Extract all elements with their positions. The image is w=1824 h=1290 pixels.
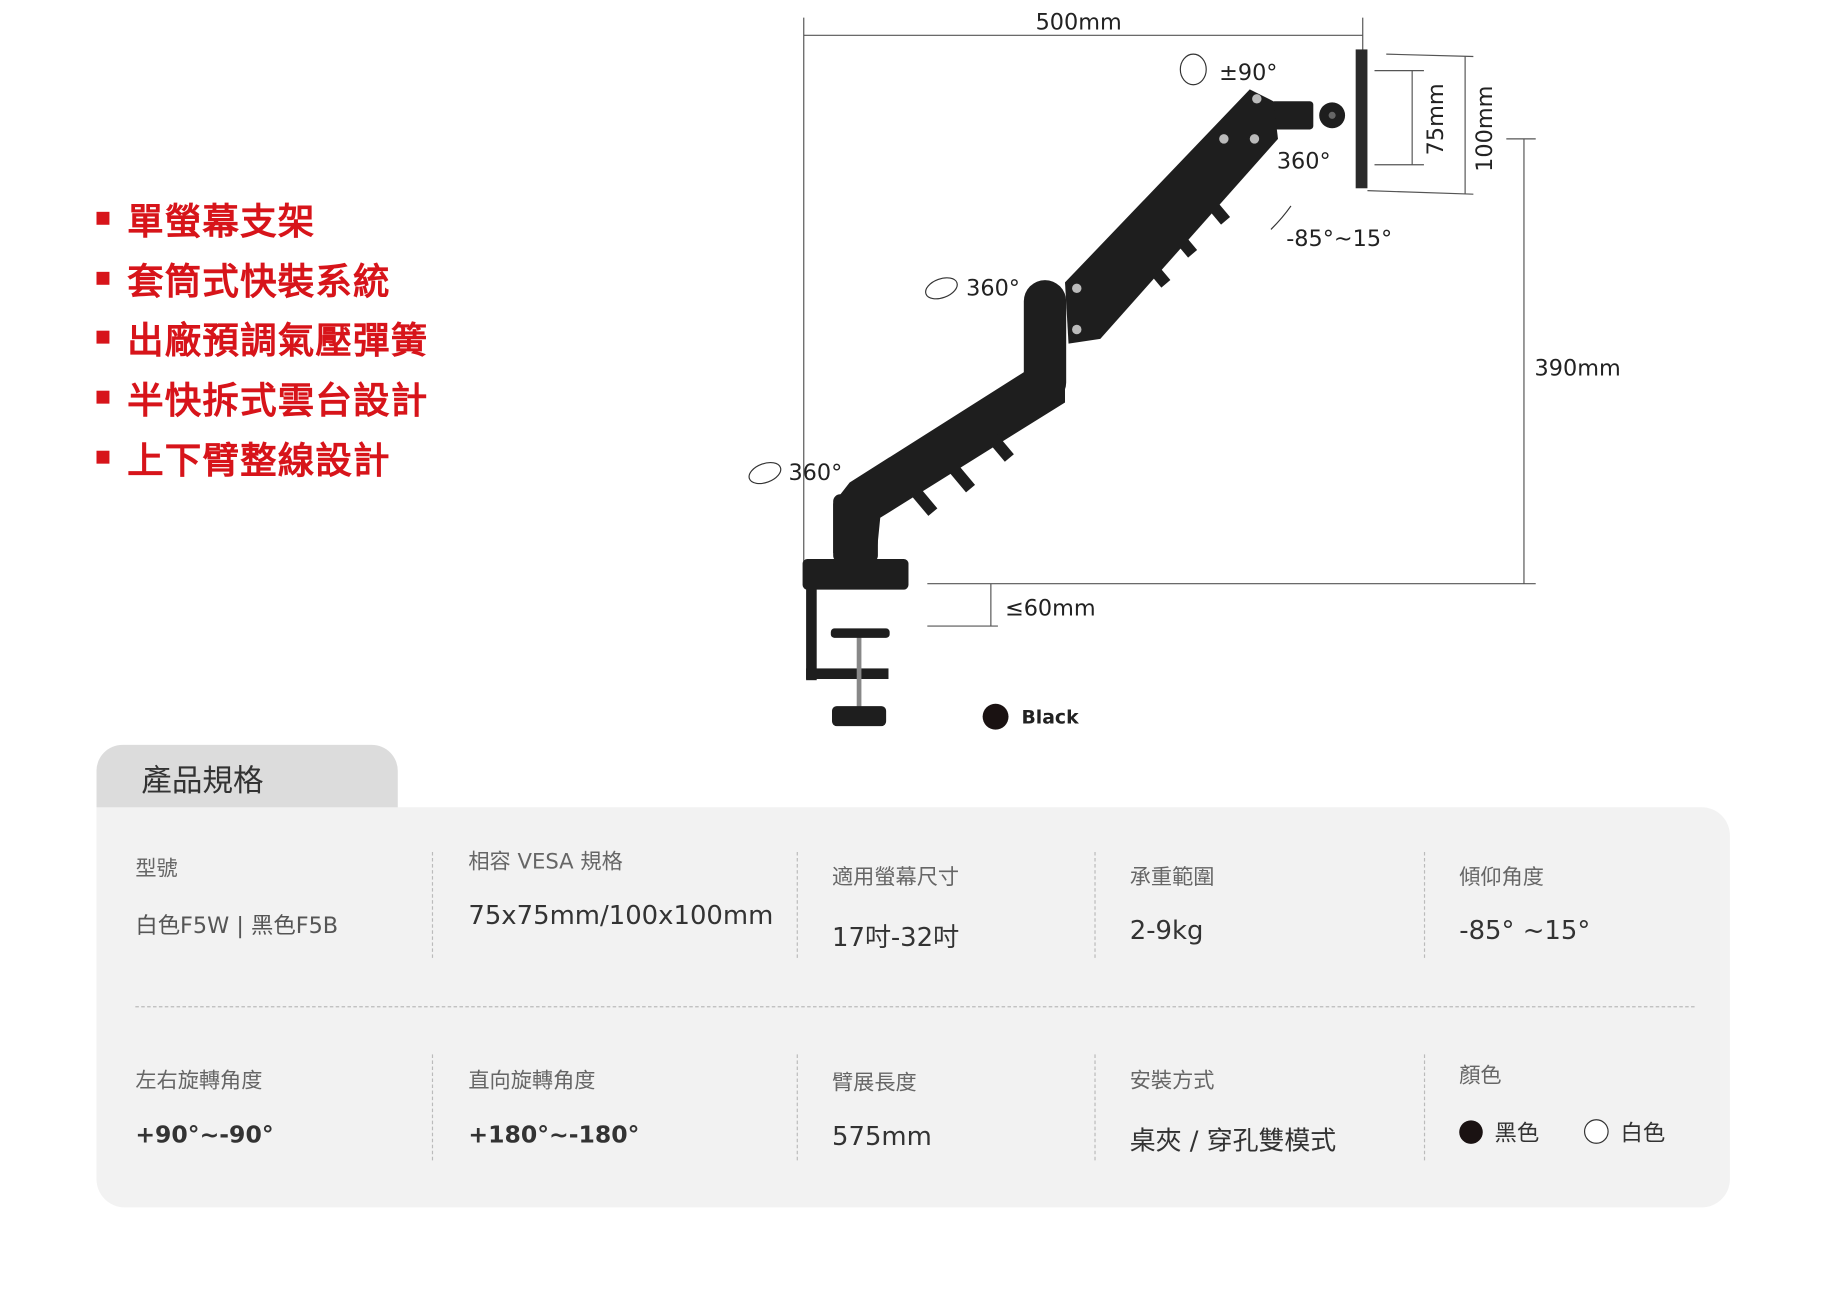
spec-label: 顏色 — [1459, 1063, 1502, 1089]
spec-vesa: 相容 VESA 規格 75x75mm/100x100mm — [468, 845, 773, 931]
spec-value: 2-9kg — [1129, 916, 1204, 947]
height-dimension-label: 390mm — [1535, 355, 1621, 381]
spec-load: 承重範圍 2-9kg — [1130, 860, 1215, 946]
elbow-swivel-label: 360° — [966, 275, 1020, 301]
spec-reach: 臂展長度 575mm — [832, 1066, 932, 1152]
feature-item: 出廠預調氣壓彈簧 — [96, 308, 428, 368]
clamp-thickness-label: ≤60mm — [1005, 595, 1096, 621]
base-swivel-label: 360° — [788, 460, 842, 486]
spec-model: 型號白色F5W | 黑色F5B — [135, 852, 338, 940]
spec-label: 承重範圍 — [1129, 864, 1215, 890]
spec-label: 直向旋轉角度 — [468, 1068, 596, 1094]
spec-label: 型號 — [135, 856, 178, 882]
spec-value: 17吋-32吋 — [831, 923, 960, 954]
color-options: 黑色 白色 — [1459, 1116, 1665, 1148]
specs-tab: 產品規格 — [96, 744, 398, 816]
feature-text: 單螢幕支架 — [127, 201, 316, 244]
feature-item: 上下臂整線設計 — [96, 427, 428, 487]
monitor-arm — [802, 49, 1368, 727]
spec-label: 相容 VESA 規格 — [468, 849, 623, 875]
spec-value: +90°~-90° — [135, 1120, 274, 1149]
spec-label: 臂展長度 — [831, 1070, 917, 1096]
spec-swivel: 左右旋轉角度 +90°~-90° — [135, 1064, 273, 1149]
bullet-icon — [96, 390, 110, 404]
specs-title: 產品規格 — [141, 763, 264, 800]
specs-panel: 型號白色F5W | 黑色F5B 相容 VESA 規格 75x75mm/100x10… — [96, 807, 1730, 1208]
feature-text: 上下臂整線設計 — [127, 439, 391, 483]
spec-value: 桌夾 / 穿孔雙模式 — [1129, 1127, 1337, 1157]
vesa-100-label: 100mm — [1472, 86, 1498, 172]
rotate-angle-label: ±90° — [1219, 60, 1277, 86]
bullet-icon — [96, 211, 110, 225]
dimension-lines — [803, 17, 1536, 627]
spec-mounting: 安裝方式桌夾 / 穿孔雙模式 — [1130, 1064, 1336, 1158]
color-dot-white-icon — [1583, 1119, 1609, 1144]
spec-value: 575mm — [831, 1122, 932, 1153]
row-divider — [135, 1006, 1695, 1008]
color-option-black: 黑色 — [1494, 1120, 1540, 1147]
spec-screen-size: 適用螢幕尺寸 17吋-32吋 — [832, 860, 959, 954]
feature-item: 半快拆式雲台設計 — [96, 367, 428, 427]
feature-text: 半快拆式雲台設計 — [127, 379, 429, 423]
spec-value: -85° ~15° — [1459, 916, 1591, 947]
feature-text: 出廠預調氣壓彈簧 — [127, 320, 429, 363]
spec-label: 安裝方式 — [1129, 1068, 1215, 1094]
spec-tilt: 傾仰角度 -85° ~15° — [1459, 860, 1590, 946]
spec-label: 傾仰角度 — [1459, 864, 1544, 890]
color-dot-black-icon — [1459, 1119, 1483, 1144]
spec-color: 顏色 黑色 白色 — [1459, 1059, 1665, 1147]
spec-value: +180°~-180° — [468, 1120, 640, 1149]
width-dimension-label: 500mm — [1036, 9, 1122, 35]
feature-text: 套筒式快裝系統 — [127, 260, 391, 304]
feature-item: 套筒式快裝系統 — [96, 248, 428, 308]
color-label: Black — [1021, 708, 1079, 729]
spec-label: 左右旋轉角度 — [135, 1068, 263, 1094]
spec-label: 適用螢幕尺寸 — [831, 864, 960, 890]
color-option-white: 白色 — [1620, 1120, 1666, 1147]
feature-list: 單螢幕支架 套筒式快裝系統 出廠預調氣壓彈簧 半快拆式雲台設計 上下臂整線設計 — [96, 188, 428, 486]
bullet-icon — [96, 330, 110, 344]
spec-rotation: 直向旋轉角度 +180°~-180° — [468, 1064, 639, 1149]
head-swivel-label: 360° — [1277, 148, 1331, 174]
color-swatch-black — [982, 703, 1009, 730]
rotation-arrows — [748, 53, 1292, 485]
tilt-angle-label: -85°~15° — [1286, 226, 1392, 252]
spec-value: 白色F5W | 黑色F5B — [135, 913, 339, 940]
feature-item: 單螢幕支架 — [96, 188, 428, 248]
vesa-75-label: 75mm — [1423, 83, 1449, 155]
bullet-icon — [96, 450, 110, 464]
spec-value: 75x75mm/100x100mm — [468, 901, 774, 931]
monitor-arm-diagram: 500mm ±90° 360° -85°~15° 360° 360° 390mm… — [748, 9, 1621, 730]
bullet-icon — [96, 271, 110, 285]
